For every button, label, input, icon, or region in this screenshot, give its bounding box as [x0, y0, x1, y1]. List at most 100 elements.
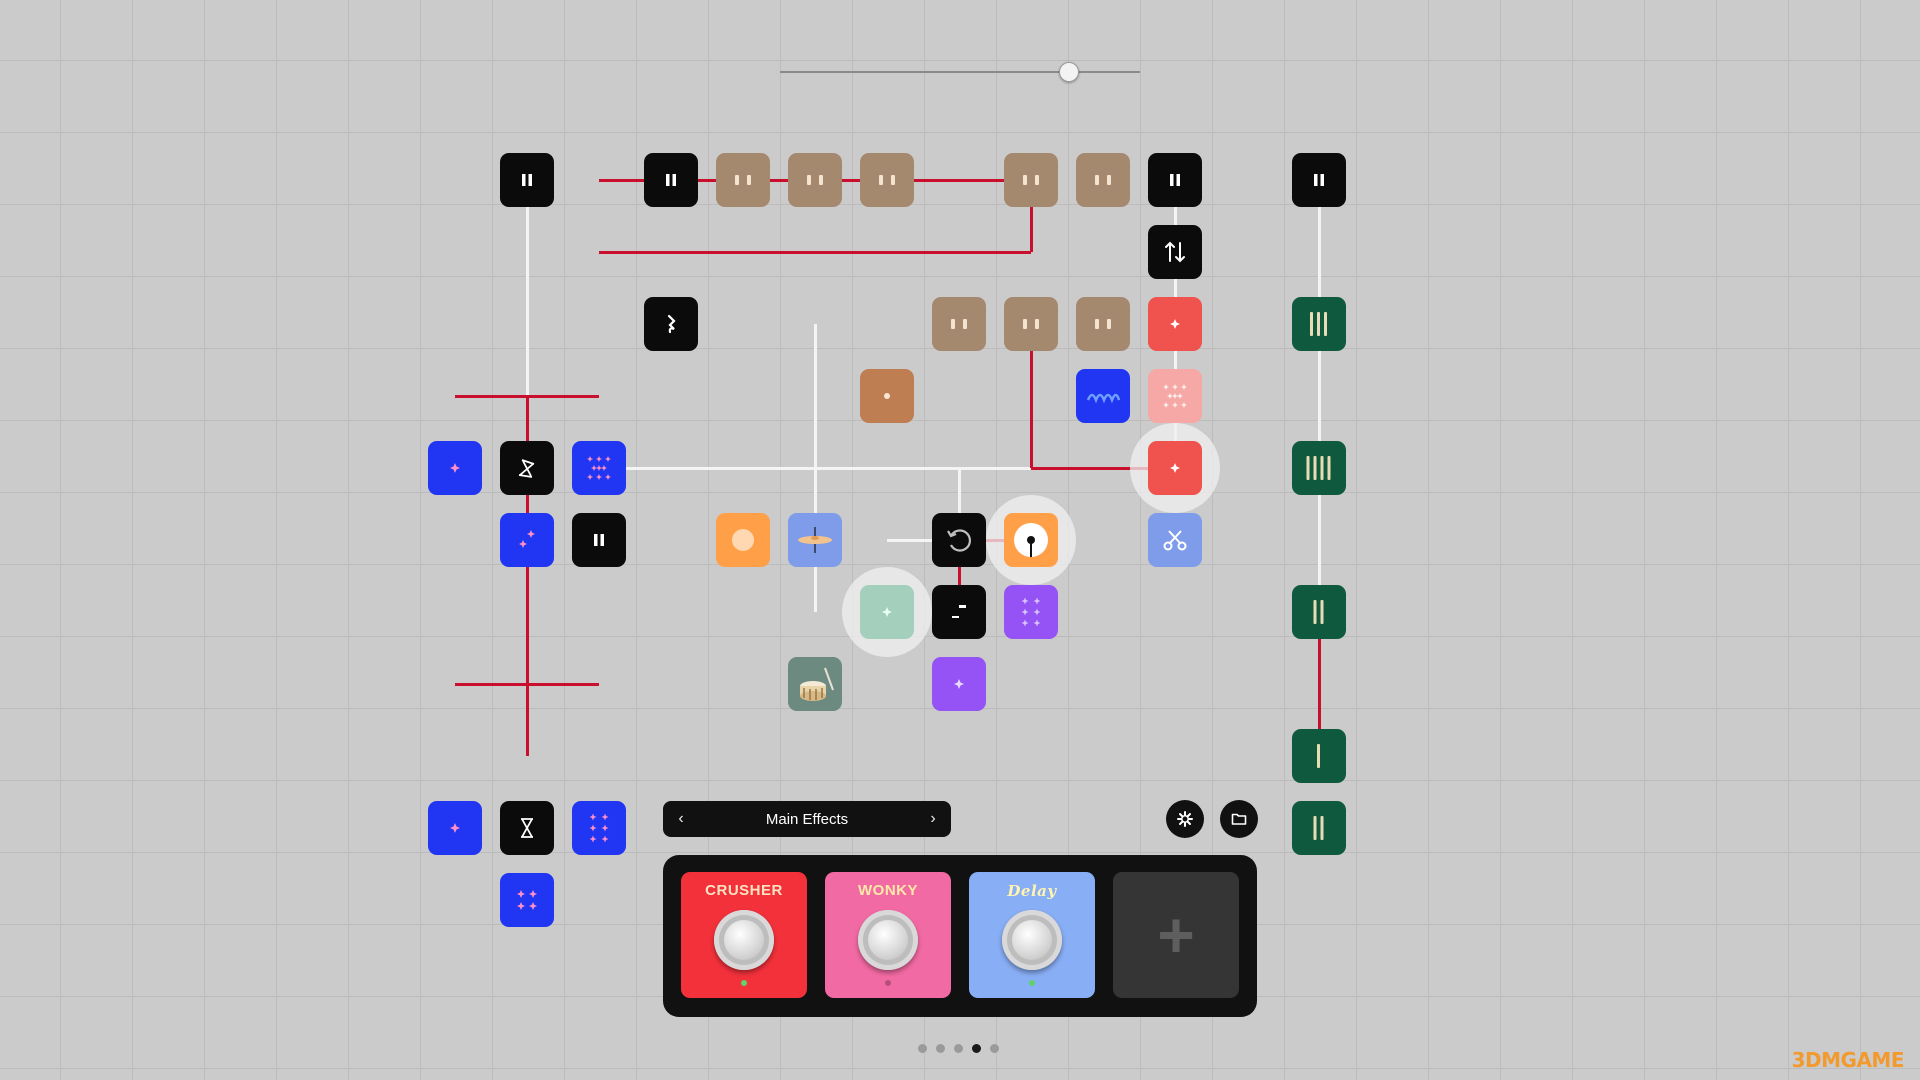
grid-node[interactable]: [788, 657, 842, 711]
slider-knob[interactable]: [1059, 62, 1079, 82]
grid-node[interactable]: [1292, 729, 1346, 783]
sparkle-quad-icon: [514, 887, 540, 913]
swap-arrows-icon: [1162, 239, 1188, 265]
sun-icon: [729, 526, 757, 554]
grid-node[interactable]: [500, 873, 554, 927]
page-dot[interactable]: [954, 1044, 963, 1053]
grid-node[interactable]: [1292, 585, 1346, 639]
many-bars-icon: [1305, 453, 1333, 483]
grid-node[interactable]: [1292, 441, 1346, 495]
grid-node[interactable]: [860, 153, 914, 207]
gear-icon: [1177, 811, 1193, 827]
grid-node[interactable]: [932, 585, 986, 639]
grid-node[interactable]: [1004, 513, 1058, 567]
grid-node[interactable]: [1076, 297, 1130, 351]
grid-node[interactable]: [932, 657, 986, 711]
grid-node[interactable]: [1292, 801, 1346, 855]
grid-node[interactable]: [1148, 513, 1202, 567]
red-connection-wire: [958, 540, 961, 612]
scissors-icon: [1162, 528, 1188, 552]
grid-node[interactable]: [428, 441, 482, 495]
chevron-left-icon[interactable]: ‹: [678, 810, 684, 827]
red-connection-wire: [526, 468, 529, 684]
grid-node[interactable]: [572, 801, 626, 855]
pedal-name: CRUSHER: [705, 882, 783, 899]
white-connection-wire: [958, 468, 961, 540]
grid-node[interactable]: [716, 153, 770, 207]
snare-drum-icon: [793, 664, 837, 704]
rest-block-icon: [1020, 317, 1042, 331]
grid-node[interactable]: [572, 441, 626, 495]
grid-node[interactable]: [1076, 153, 1130, 207]
grid-node[interactable]: [500, 441, 554, 495]
chevron-right-icon[interactable]: ›: [930, 810, 936, 827]
grid-node[interactable]: [1148, 369, 1202, 423]
loop-icon: [945, 526, 973, 554]
grid-node[interactable]: [1148, 297, 1202, 351]
pause-icon: [1311, 172, 1327, 188]
grid-node[interactable]: [788, 153, 842, 207]
grid-node[interactable]: [500, 801, 554, 855]
grid-node[interactable]: [500, 513, 554, 567]
page-dot[interactable]: [936, 1044, 945, 1053]
wave-icon: [1086, 388, 1120, 404]
grid-node[interactable]: [572, 513, 626, 567]
double-bars-icon: [1305, 813, 1333, 843]
sparkle-cluster-icon: [584, 453, 614, 483]
page-indicator: [918, 1044, 999, 1053]
grid-node[interactable]: [716, 513, 770, 567]
effect-pedal-wonky[interactable]: WONKY: [825, 872, 951, 998]
red-connection-wire: [526, 684, 529, 756]
red-connection-wire: [599, 251, 1031, 254]
grid-node[interactable]: [1292, 297, 1346, 351]
grid-node[interactable]: [1148, 441, 1202, 495]
grid-node[interactable]: [1004, 585, 1058, 639]
rest-block-icon: [1020, 173, 1042, 187]
grid-node[interactable]: [932, 297, 986, 351]
pedal-led: [1029, 980, 1035, 986]
pedal-name: WONKY: [858, 882, 918, 899]
white-connection-wire: [887, 539, 959, 542]
grid-node[interactable]: [860, 369, 914, 423]
grid-node[interactable]: [1004, 297, 1058, 351]
folder-icon: [1231, 813, 1247, 825]
folder-button[interactable]: [1220, 800, 1258, 838]
effect-pedal-delay[interactable]: Delay: [969, 872, 1095, 998]
pedal-knob[interactable]: [1002, 910, 1062, 970]
pause-icon: [663, 172, 679, 188]
grid-node[interactable]: [428, 801, 482, 855]
pedal-led: [741, 980, 747, 986]
grid-node[interactable]: [1292, 153, 1346, 207]
sparkle-grid-icon: [1018, 597, 1044, 627]
rest-block-icon: [876, 173, 898, 187]
grid-node[interactable]: [860, 585, 914, 639]
page-dot[interactable]: [918, 1044, 927, 1053]
grid-node[interactable]: [1148, 225, 1202, 279]
grid-node[interactable]: [1148, 153, 1202, 207]
add-effect-button[interactable]: +: [1113, 872, 1239, 998]
page-dot[interactable]: [972, 1044, 981, 1053]
white-connection-wire: [599, 467, 1103, 470]
dot-icon: [881, 390, 893, 402]
grid-node[interactable]: [644, 297, 698, 351]
red-connection-wire: [1030, 324, 1033, 468]
grid-node[interactable]: [644, 153, 698, 207]
sparkle-icon: [879, 604, 895, 620]
pedal-knob[interactable]: [714, 910, 774, 970]
page-dot[interactable]: [990, 1044, 999, 1053]
quarter-rest-icon: [664, 314, 678, 334]
settings-button[interactable]: [1166, 800, 1204, 838]
tempo-slider[interactable]: [780, 62, 1140, 82]
glitch-icon: [949, 602, 969, 622]
grid-node[interactable]: [788, 513, 842, 567]
pedal-knob[interactable]: [858, 910, 918, 970]
grid-node[interactable]: [932, 513, 986, 567]
sparkle-icon: [951, 676, 967, 692]
effect-pedal-crusher[interactable]: CRUSHER: [681, 872, 807, 998]
grid-node[interactable]: [500, 153, 554, 207]
grid-node[interactable]: [1076, 369, 1130, 423]
white-connection-wire: [526, 180, 529, 396]
metronome-icon: [1008, 517, 1054, 563]
grid-node[interactable]: [1004, 153, 1058, 207]
